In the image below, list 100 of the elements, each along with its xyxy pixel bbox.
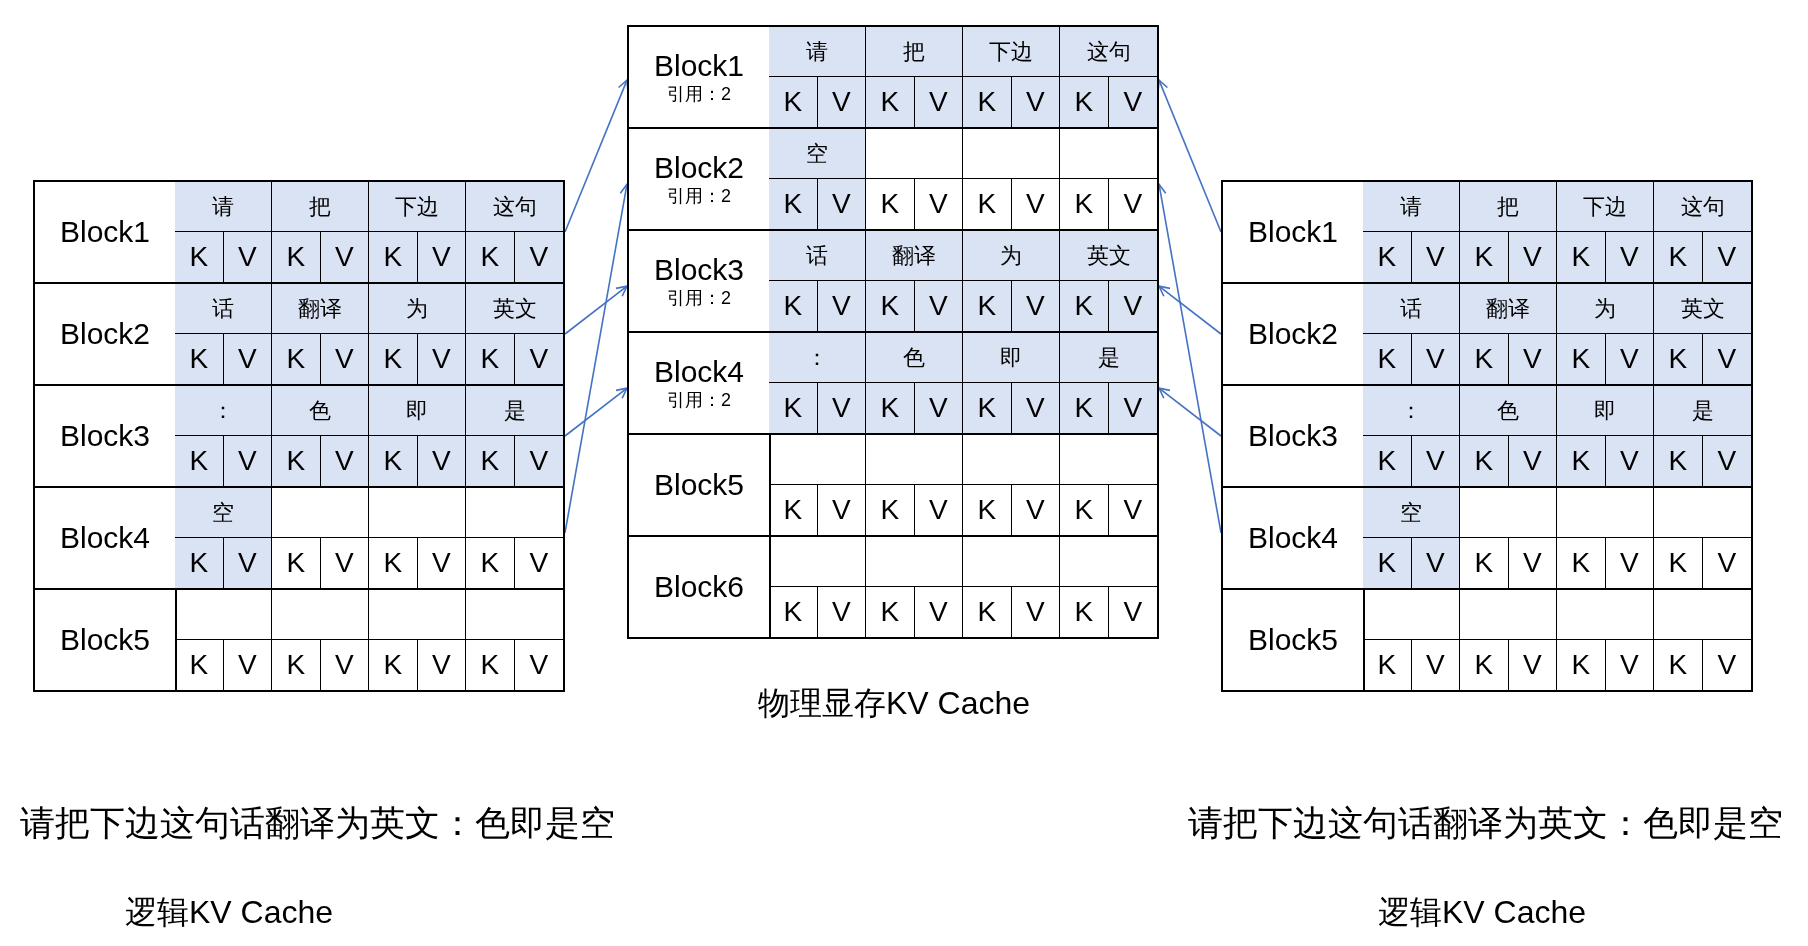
block-label: Block5 <box>59 623 150 657</box>
value-cell: V <box>1108 383 1157 433</box>
key-cell: K <box>175 232 224 282</box>
key-cell: K <box>1060 77 1109 127</box>
value-cell: V <box>320 334 369 384</box>
token-cell: ： <box>1363 386 1460 436</box>
key-cell: K <box>963 281 1012 331</box>
value-cell: V <box>417 436 466 486</box>
value-cell: V <box>1605 436 1654 486</box>
key-cell: K <box>1460 640 1509 690</box>
block-row <box>33 486 565 590</box>
value-cell: V <box>817 587 866 637</box>
block-label: Block5 <box>653 468 744 502</box>
block-label: Block3 <box>59 419 150 453</box>
key-cell: K <box>175 334 224 384</box>
block-row <box>627 535 1159 639</box>
token-cell: 这句 <box>1654 182 1751 232</box>
token-cell: 为 <box>369 284 466 334</box>
value-cell: V <box>1605 640 1654 690</box>
block-row <box>1221 180 1753 284</box>
value-cell: V <box>914 281 963 331</box>
value-cell-text: V <box>1122 595 1144 629</box>
key-cell: K <box>1557 334 1606 384</box>
value-cell: V <box>1411 436 1460 486</box>
token-cell: 色 <box>866 333 963 383</box>
key-cell: K <box>1557 232 1606 282</box>
value-cell: V <box>223 232 272 282</box>
arrow <box>1158 387 1222 437</box>
token-cell: 空 <box>1363 488 1460 538</box>
token-cell: 这句 <box>1060 27 1157 77</box>
arrow <box>564 387 628 437</box>
block-label: Block4 <box>653 355 744 389</box>
key-cell: K <box>963 383 1012 433</box>
block-row <box>627 25 1159 129</box>
token-cell: 空 <box>769 129 866 179</box>
key-cell: K <box>866 77 915 127</box>
key-cell: K <box>866 383 915 433</box>
value-cell: V <box>1605 334 1654 384</box>
value-cell: V <box>1411 538 1460 588</box>
reference-count: 引用：2 <box>667 185 731 207</box>
value-cell: V <box>1011 77 1060 127</box>
key-cell: K <box>1060 587 1109 637</box>
token-cell: 下边 <box>369 182 466 232</box>
table-caption: 逻辑KV Cache <box>1378 893 1587 931</box>
value-cell-text: V <box>1122 187 1144 221</box>
value-cell: V <box>1508 232 1557 282</box>
value-cell: V <box>223 640 272 690</box>
value-cell: V <box>817 179 866 229</box>
token-cell: 请 <box>1363 182 1460 232</box>
key-cell: K <box>175 436 224 486</box>
block-row <box>1221 486 1753 590</box>
block-row <box>627 229 1159 333</box>
key-cell: K <box>1363 640 1412 690</box>
table-caption: 逻辑KV Cache <box>125 893 334 931</box>
token-cell: ： <box>769 333 866 383</box>
value-cell: V <box>1702 232 1751 282</box>
token-cell: 空 <box>175 488 272 538</box>
token-cell: 请 <box>769 27 866 77</box>
arrow <box>1158 285 1222 335</box>
key-cell: K <box>272 334 321 384</box>
key-cell: K <box>369 436 418 486</box>
block-label: Block2 <box>1247 317 1338 351</box>
key-cell: K <box>1557 640 1606 690</box>
value-cell: V <box>1508 436 1557 486</box>
block-row <box>627 331 1159 435</box>
block-label: Block4 <box>59 521 150 555</box>
value-cell: V <box>320 640 369 690</box>
block-row <box>33 282 565 386</box>
key-cell: K <box>272 232 321 282</box>
block-row <box>33 180 565 284</box>
key-cell: K <box>1363 538 1412 588</box>
block-row <box>627 127 1159 231</box>
key-cell: K <box>1460 436 1509 486</box>
token-cell: 为 <box>963 231 1060 281</box>
token-cell: 这句 <box>466 182 563 232</box>
block-row <box>1221 282 1753 386</box>
block-row <box>627 433 1159 537</box>
value-cell: V <box>514 436 563 486</box>
reference-count: 引用：2 <box>667 287 731 309</box>
token-cell: 英文 <box>1060 231 1157 281</box>
value-cell: V <box>514 232 563 282</box>
sentence: 请把下边这句话翻译为英文：色即是空 <box>1188 802 1783 843</box>
value-cell-text: V <box>528 648 550 682</box>
block-label: Block3 <box>653 253 744 287</box>
token-cell: 色 <box>1460 386 1557 436</box>
token-cell: 是 <box>1654 386 1751 436</box>
key-cell: K <box>963 587 1012 637</box>
value-cell: V <box>1411 232 1460 282</box>
token-cell: 即 <box>963 333 1060 383</box>
value-cell: V <box>1011 587 1060 637</box>
value-cell-text: V <box>528 546 550 580</box>
key-cell: K <box>769 179 818 229</box>
key-cell: K <box>866 587 915 637</box>
arrow <box>564 285 628 335</box>
key-cell: K <box>175 640 224 690</box>
token-cell: 英文 <box>1654 284 1751 334</box>
token-cell: ： <box>175 386 272 436</box>
key-cell: K <box>1557 436 1606 486</box>
token-cell: 翻译 <box>866 231 963 281</box>
block-label: Block2 <box>59 317 150 351</box>
